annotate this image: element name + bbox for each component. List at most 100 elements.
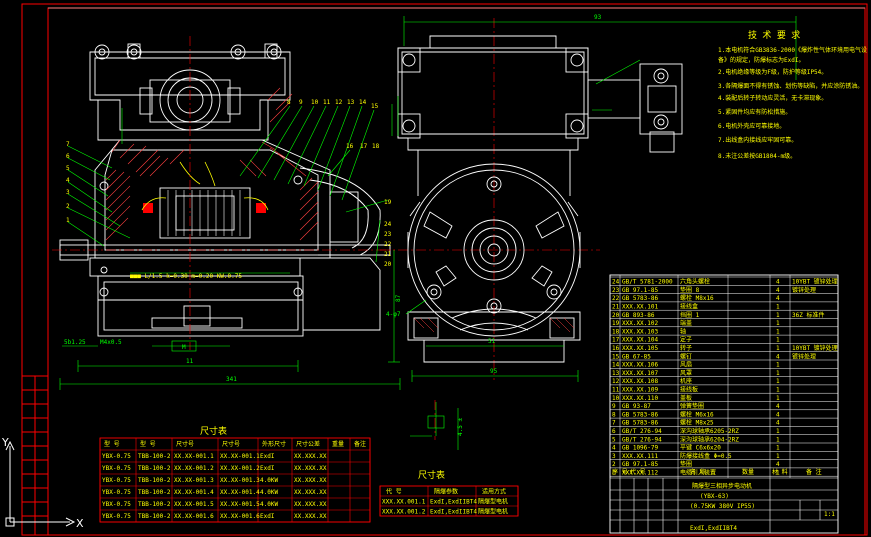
bom-header-name: 名 称 bbox=[690, 468, 706, 476]
callout-16: 16 bbox=[346, 143, 354, 150]
bom-row-index: 8 bbox=[612, 411, 616, 418]
callout-2: 2 bbox=[66, 203, 70, 210]
bom-row-code: GB/T 5781-2000 bbox=[622, 279, 673, 286]
bom-row-name: 定子 bbox=[680, 336, 692, 344]
bom-row-index: 6 bbox=[612, 428, 616, 435]
left-view-dimensions bbox=[59, 104, 401, 390]
bom-row-remark: 镀锌处理 bbox=[792, 286, 816, 294]
bom-header-qty: 数量 bbox=[742, 468, 754, 476]
size-table-cell: YBX-0.75 bbox=[102, 489, 131, 496]
bom-row-name: 转子 bbox=[680, 344, 692, 352]
param-table-cell: 隔爆型电机 bbox=[478, 498, 508, 506]
bom-row-code: GB 5783-86 bbox=[622, 420, 659, 427]
callout-11: 11 bbox=[323, 99, 331, 106]
right-end-view bbox=[397, 35, 683, 363]
bom-row-index: 15 bbox=[612, 353, 620, 360]
right-side-callouts: 24 23 22 21 20 bbox=[384, 221, 392, 268]
bom-row-remark: 36Z 标准件 bbox=[792, 311, 824, 319]
size-table-cell: 4.0KW bbox=[260, 501, 278, 508]
callout-18: 18 bbox=[372, 143, 380, 150]
size-table-cell: XX.XX-001.1 bbox=[174, 453, 214, 460]
size-table-cell: ExdI bbox=[260, 453, 275, 460]
bom-row-qty: 4 bbox=[776, 403, 780, 410]
bom-row-code: GB 893-86 bbox=[622, 312, 655, 319]
bom-row-name: 防爆接线盒 Φ=0.5 bbox=[680, 452, 732, 460]
bom-row-index: 22 bbox=[612, 295, 620, 302]
bom-row-code: GB 97.1-85 bbox=[622, 461, 659, 468]
param-table-header: 代 号 bbox=[386, 488, 402, 496]
bom-row-remark: 10YBT 镀锌处理 bbox=[792, 278, 838, 286]
bom-row-code: GB 97.1-85 bbox=[622, 287, 659, 294]
bom-row-qty: 1 bbox=[776, 320, 780, 327]
bom-row-qty: 1 bbox=[776, 436, 780, 443]
bom-row-name: 接线盒 bbox=[680, 303, 698, 311]
param-table-header: 适用方式 bbox=[482, 488, 506, 496]
title-block-name: 隔爆型三相异步电动机 bbox=[692, 482, 752, 490]
size-table-cell: XX.XX-001.6 bbox=[220, 513, 260, 520]
tech-req-line-8: 7.出线盒内接线应牢固可靠。 bbox=[718, 136, 797, 144]
callout-9: 9 bbox=[299, 99, 303, 106]
size-table-cell: XX.XXX.XX bbox=[294, 453, 327, 460]
callout-1: 1 bbox=[66, 217, 70, 224]
bom-row-index: 12 bbox=[612, 378, 620, 385]
bom-row-name: 六角头螺栓 bbox=[680, 278, 710, 286]
size-table-header: 备注 bbox=[354, 440, 366, 448]
bom-row-code: XXX.XX.106 bbox=[622, 362, 659, 369]
callout-4: 4 bbox=[66, 177, 70, 184]
callout-5: 5 bbox=[66, 165, 70, 172]
bom-row-code: XXX.XX.103 bbox=[622, 328, 659, 335]
size-table-cell: XX.XXX.XX bbox=[294, 513, 327, 520]
callout-17: 17 bbox=[360, 143, 368, 150]
tech-req-line-3: 2.电机绝缘等级为F级，防护等级IP54。 bbox=[718, 68, 827, 76]
bom-row-name: 风扇 bbox=[680, 361, 692, 369]
size-table-cell: XX.XX-001.6 bbox=[174, 513, 214, 520]
callout-13: 13 bbox=[347, 99, 355, 106]
size-table-cell: XX.XX-001.4 bbox=[174, 489, 214, 496]
bom-row-code: XXX.XX.112 bbox=[622, 470, 659, 477]
bom-row-code: XXX.XX.105 bbox=[622, 345, 659, 352]
bom-row-qty: 1 bbox=[776, 370, 780, 377]
tech-req-line-9: 8.未注公差按GB1804-m级。 bbox=[718, 152, 796, 160]
dim-center-mark: M bbox=[182, 344, 186, 351]
bom-row-qty: 1 bbox=[776, 387, 780, 394]
bom-row-qty: 4 bbox=[776, 287, 780, 294]
size-table-cell: YBX-0.75 bbox=[102, 453, 131, 460]
ucs-icon bbox=[5, 440, 76, 527]
callout-10: 10 bbox=[311, 99, 319, 106]
bom-row-name: 垫圈 bbox=[680, 460, 692, 468]
size-table-cell: XX.XX-001.2 bbox=[174, 465, 214, 472]
bom-row-name: 深沟球轴承6204-2RZ bbox=[680, 435, 739, 443]
callout-8: 8 bbox=[287, 99, 291, 106]
dim-bottom-mid: 11 bbox=[186, 358, 194, 365]
bom-row-code: XXX.XX.102 bbox=[622, 320, 659, 327]
callout-19: 19 bbox=[384, 199, 392, 206]
bom-row-code: XXX.XX.111 bbox=[622, 453, 659, 460]
tech-requirements: 技 术 要 求 1.本电机符合GB3836-2000《爆炸性气体环境用电气设 备… bbox=[718, 29, 867, 160]
centerlines bbox=[52, 18, 600, 440]
size-table-cell: TBB-100-2 bbox=[138, 477, 171, 484]
size-table-cell: XX.XX-001.3 bbox=[174, 477, 214, 484]
bom-row-code: GB 67-85 bbox=[622, 353, 651, 360]
bom-row-qty: 1 bbox=[776, 428, 780, 435]
bom-row-name: 盖板 bbox=[680, 394, 692, 402]
bom-row-qty: 4 bbox=[776, 279, 780, 286]
bom-row-index: 14 bbox=[612, 362, 620, 369]
bom-row-name: 接线板 bbox=[680, 386, 698, 394]
size-table-cell: TBB-100-2 bbox=[138, 453, 171, 460]
ucs-y-label: Y bbox=[1, 436, 9, 449]
bom-row-index: 24 bbox=[612, 279, 620, 286]
param-table-header: 隔爆参数 bbox=[434, 488, 458, 496]
bom-header-material: 材 料 bbox=[772, 468, 788, 476]
bom-row-qty: 4 bbox=[776, 353, 780, 360]
callout-22: 22 bbox=[384, 241, 392, 248]
bom-row-code: XXX.XX.108 bbox=[622, 378, 659, 385]
bom-row-index: 4 bbox=[612, 445, 616, 452]
dim-bottom-total: 341 bbox=[226, 376, 237, 383]
bom-row-code: GB/T 276-94 bbox=[622, 428, 662, 435]
size-table-cell: 4.0KW bbox=[260, 477, 278, 484]
section-hatching bbox=[105, 87, 319, 241]
size-table-title: 尺寸表 bbox=[200, 425, 227, 437]
bom-row-qty: 1 bbox=[776, 312, 780, 319]
